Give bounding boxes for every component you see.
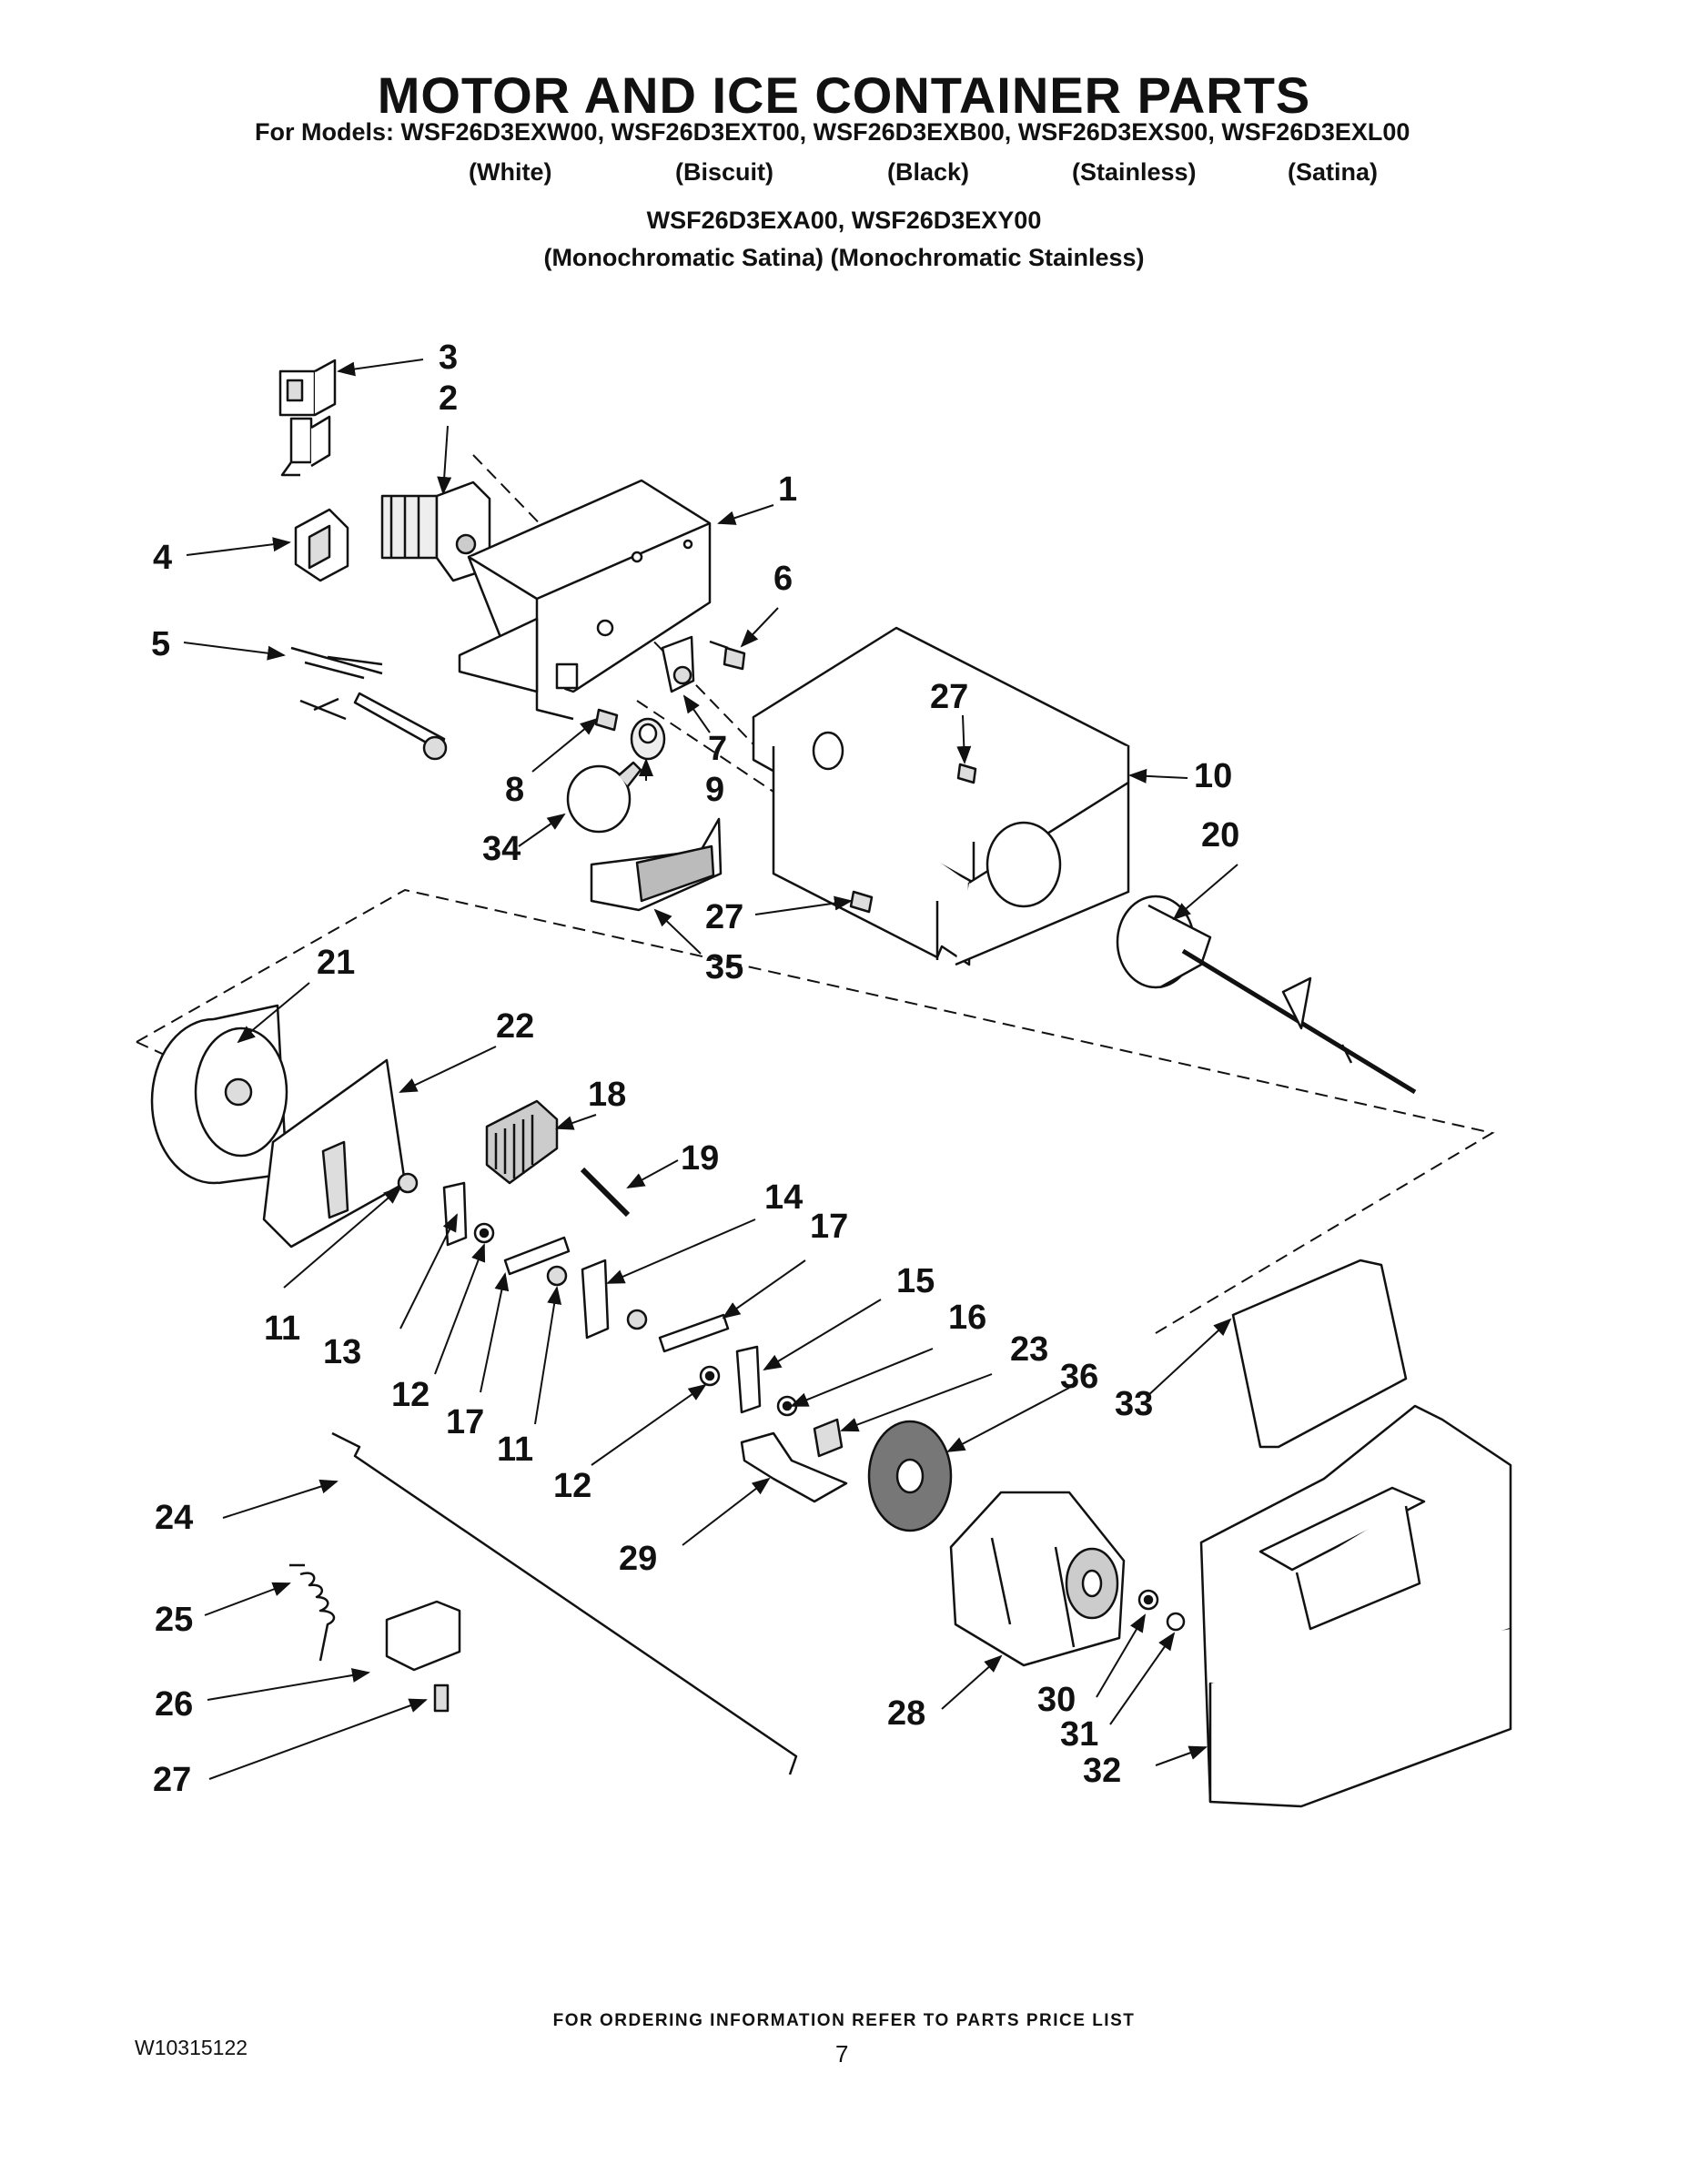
motor-housing-part	[458, 479, 712, 721]
callout-label: 27	[153, 1761, 191, 1799]
callout-label: 15	[896, 1262, 935, 1300]
callout-label: 12	[391, 1376, 430, 1414]
page-title: MOTOR AND ICE CONTAINER PARTS	[377, 66, 1311, 124]
cam-part	[740, 1431, 848, 1503]
retainer-ring-part	[1166, 1612, 1186, 1632]
callout-label: 26	[155, 1685, 193, 1724]
bushing-part	[546, 1265, 568, 1287]
finishes-line-2: (Monochromatic Satina) (Monochromatic St…	[543, 244, 1145, 271]
dispenser-motor-part	[949, 1491, 1126, 1667]
callout-label: 27	[705, 898, 743, 936]
rod-part	[331, 1431, 798, 1775]
models-line-2: WSF26D3EXA00, WSF26D3EXY00	[646, 207, 1042, 234]
bucket-front-part	[1199, 1404, 1512, 1808]
callout-label: 4	[153, 539, 172, 577]
finish-label: (Biscuit)	[675, 158, 773, 186]
callout-labels: 3 2 1 4 6 5 27 10 7 8 9 34 20 27 35 21 2…	[151, 339, 1239, 1799]
document-number: W10315122	[135, 2036, 248, 2059]
callout-label: 17	[810, 1208, 848, 1246]
callout-label: 10	[1194, 757, 1232, 795]
callout-label: 11	[497, 1431, 533, 1469]
models-line: For Models: WSF26D3EXW00, WSF26D3EXT00, …	[255, 118, 1410, 146]
bracket-clip-part	[661, 635, 695, 693]
callout-label: 12	[553, 1467, 591, 1505]
auger-part	[1116, 895, 1417, 1095]
washer-part	[1137, 1589, 1159, 1611]
finish-label: (Satina)	[1288, 158, 1379, 186]
callout-label: 9	[705, 771, 724, 809]
bushing-part	[397, 1172, 419, 1194]
callout-label: 20	[1201, 816, 1239, 854]
callout-label: 7	[708, 730, 727, 768]
ice-container-part	[752, 626, 1130, 966]
callout-label: 14	[764, 1178, 803, 1217]
callout-label: 6	[773, 560, 793, 598]
callout-label: 25	[155, 1601, 193, 1639]
callout-label: 30	[1037, 1681, 1076, 1719]
blade-part	[503, 1236, 571, 1276]
blade-assembly-part	[485, 1099, 559, 1185]
solenoid-bracket-part	[294, 508, 349, 582]
callout-label: 1	[778, 470, 797, 509]
drive-bushing-part	[813, 1418, 844, 1458]
page-number: 7	[835, 2040, 849, 2068]
screw-part	[594, 708, 619, 732]
callout-label: 34	[482, 830, 521, 868]
wire-harness-part	[290, 646, 448, 761]
ice-door-part	[1231, 1259, 1408, 1449]
callout-label: 21	[317, 944, 355, 982]
finish-label: (White)	[469, 158, 552, 186]
callout-label: 23	[1010, 1330, 1048, 1369]
spring-part	[289, 1563, 336, 1662]
callout-label: 28	[887, 1694, 925, 1733]
front-cover-part	[150, 1004, 288, 1185]
finish-label: (Black)	[887, 158, 970, 186]
callout-label: 36	[1060, 1358, 1098, 1396]
lamp-cover-part	[590, 817, 723, 912]
bushing-part	[626, 1309, 648, 1330]
callout-label: 17	[446, 1403, 484, 1441]
callout-label: 5	[151, 625, 170, 663]
callout-label: 31	[1060, 1715, 1098, 1754]
washer-part	[699, 1365, 721, 1387]
callout-label: 32	[1083, 1752, 1121, 1790]
blade-part	[735, 1345, 762, 1414]
callout-label: 29	[619, 1540, 657, 1578]
callout-label: 24	[155, 1499, 193, 1537]
callout-label: 33	[1115, 1385, 1153, 1423]
screw-part	[433, 1684, 450, 1713]
callout-label: 3	[439, 339, 458, 377]
callout-label: 27	[930, 678, 968, 716]
lamp-socket-part	[630, 717, 666, 761]
blade-part	[581, 1259, 610, 1340]
callout-label: 18	[588, 1076, 626, 1114]
callout-leaders	[183, 359, 1238, 1780]
divider-plate-part	[262, 1058, 407, 1249]
mounting-bracket-part	[385, 1600, 461, 1672]
pin-part	[580, 1167, 631, 1218]
solenoid-part	[278, 359, 337, 477]
callout-label: 2	[439, 379, 458, 418]
gear-plate-part	[867, 1420, 953, 1532]
callout-label: 19	[681, 1139, 719, 1178]
ordering-note: FOR ORDERING INFORMATION REFER TO PARTS …	[552, 2011, 1136, 2030]
callout-label: 35	[705, 948, 743, 986]
callout-label: 13	[323, 1333, 361, 1371]
callout-label: 22	[496, 1007, 534, 1046]
callout-label: 11	[264, 1309, 300, 1348]
finish-label: (Stainless)	[1072, 158, 1197, 186]
light-bulb-part	[566, 761, 642, 834]
washer-part	[473, 1222, 495, 1244]
screw-part	[849, 763, 977, 914]
screw-part	[709, 640, 746, 671]
blade-part	[658, 1313, 730, 1353]
callout-label: 16	[948, 1299, 986, 1337]
callout-label: 8	[505, 771, 524, 809]
